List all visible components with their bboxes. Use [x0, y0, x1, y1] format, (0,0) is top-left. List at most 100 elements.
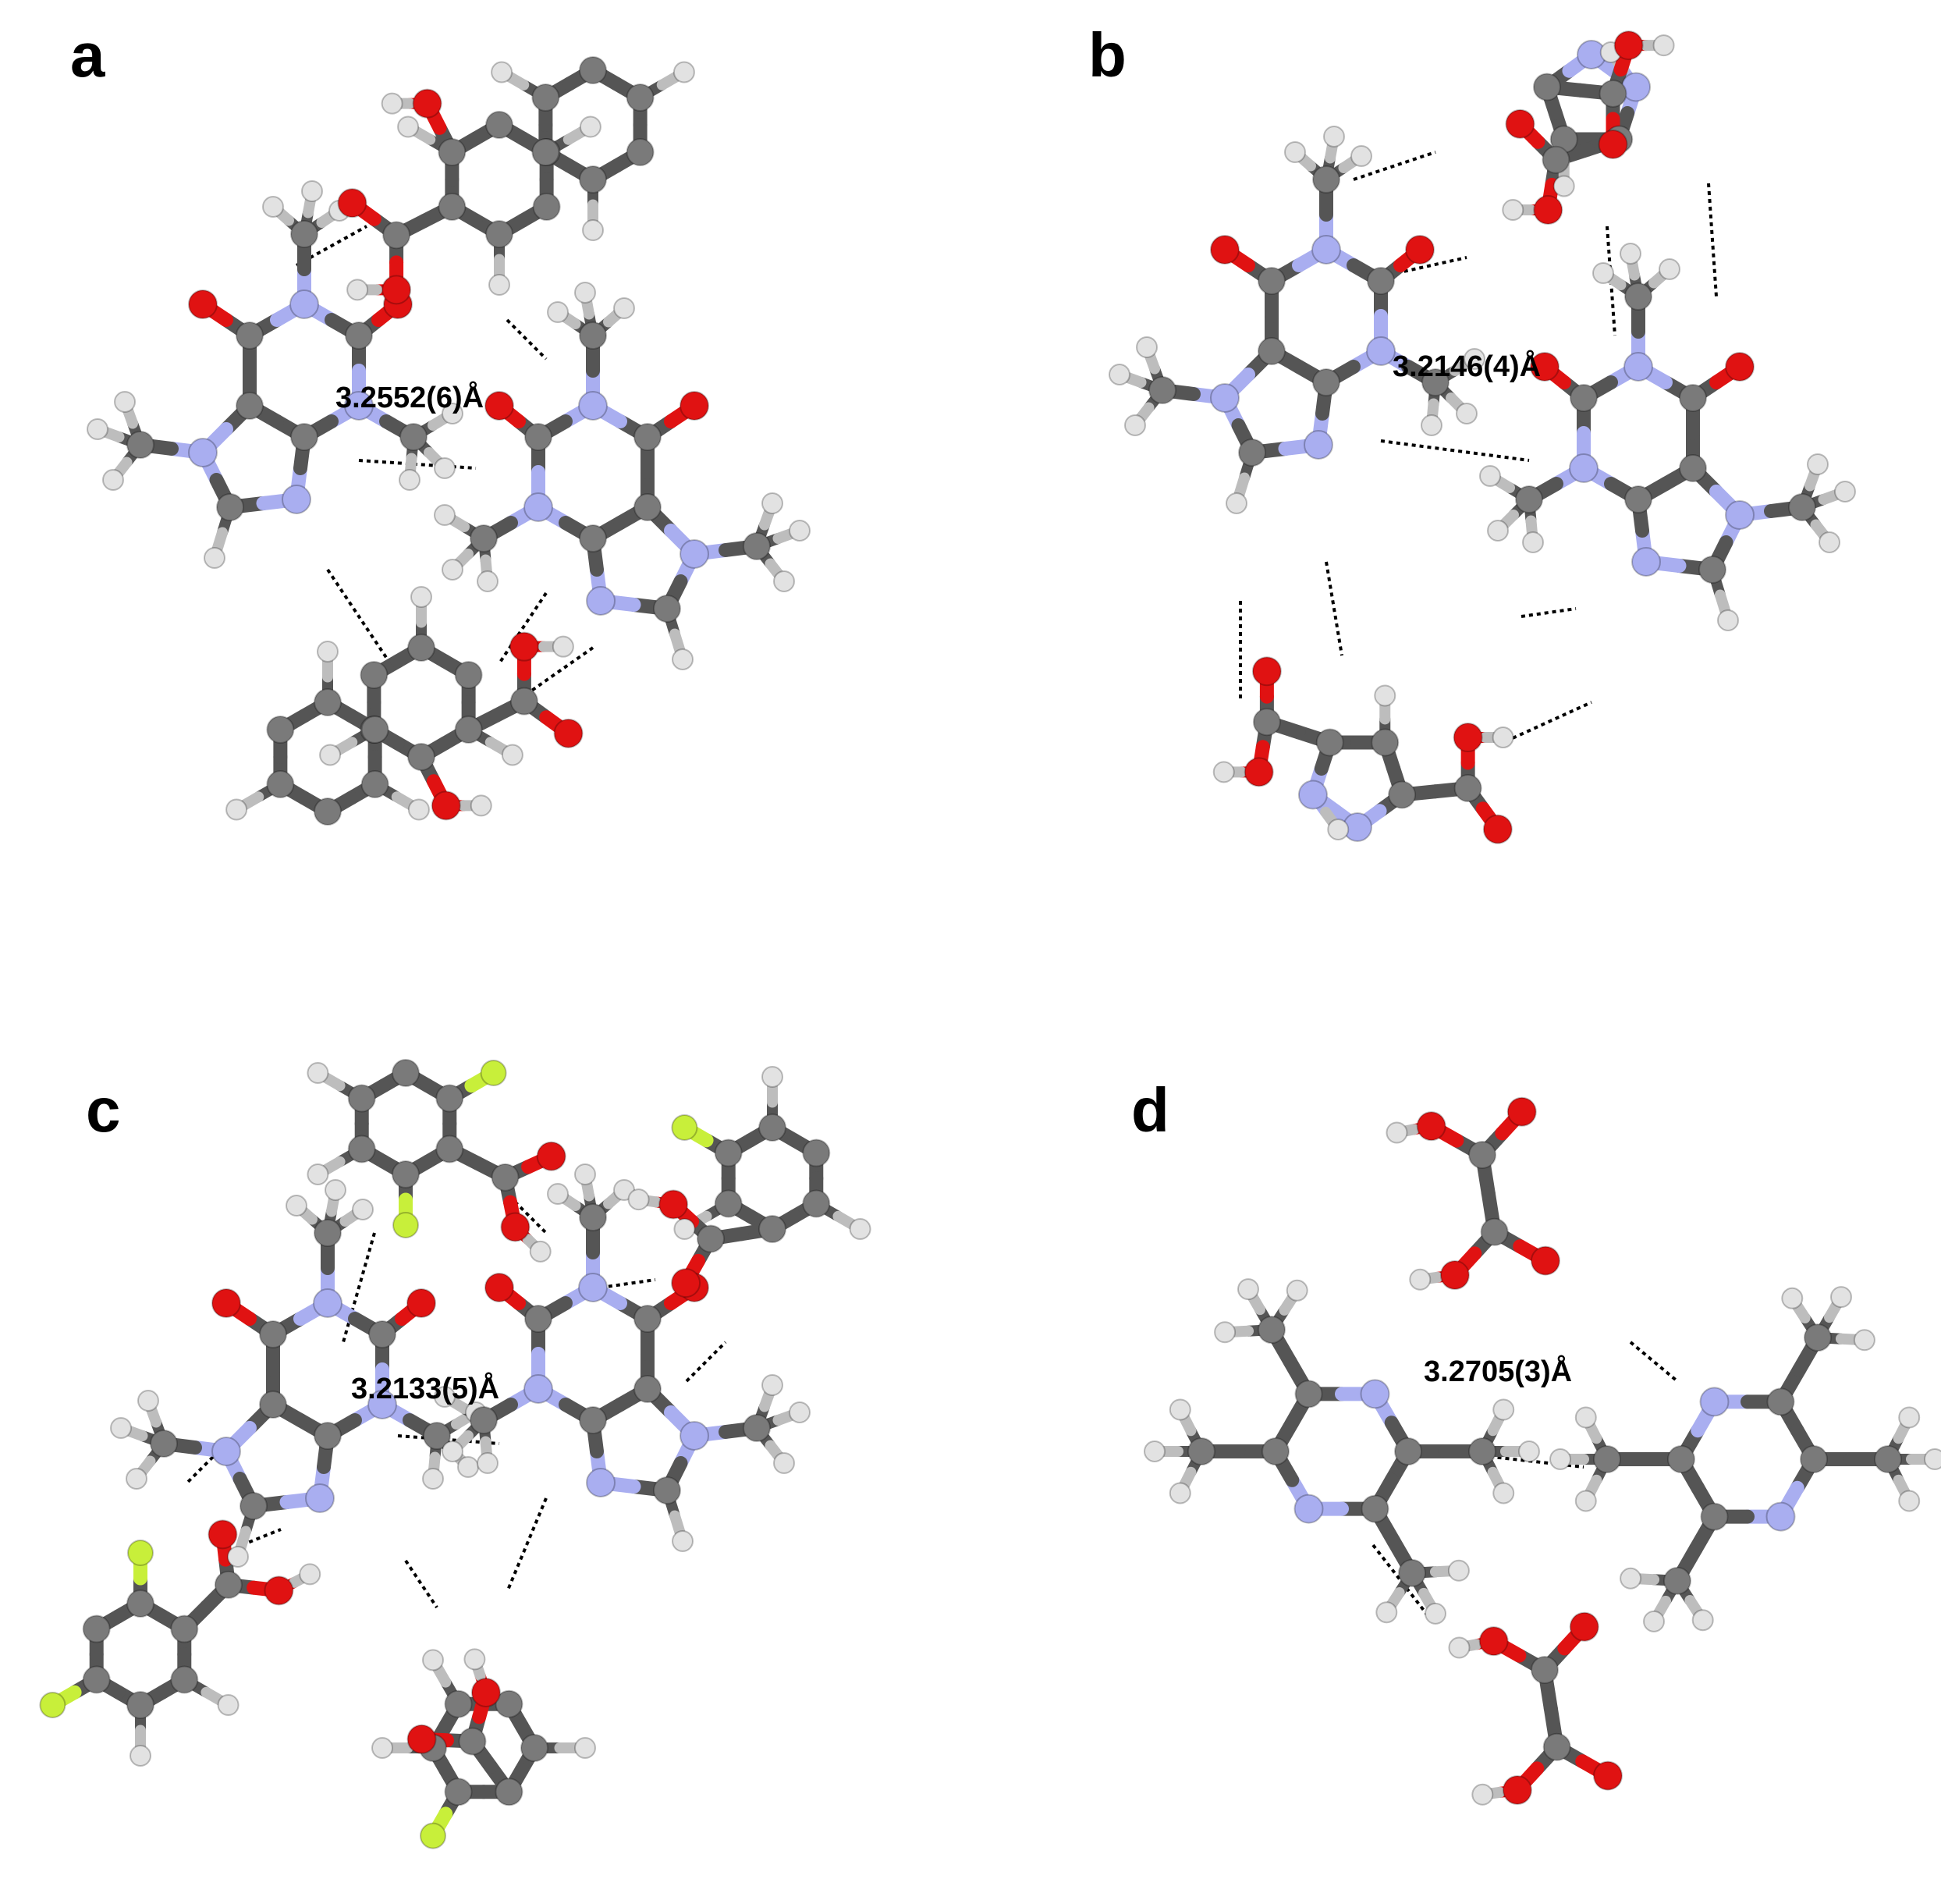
hydrogen-atom	[582, 219, 604, 241]
nitrogen-atom	[586, 1468, 616, 1497]
panel-b: b3.2146(4)Å	[1088, 20, 1856, 844]
carbon-atom	[216, 493, 244, 521]
nitrogen-atom	[1304, 430, 1333, 460]
panel-b-distance-label: 3.2146(4)Å	[1393, 349, 1541, 383]
hydrogen-atom	[1448, 1636, 1471, 1659]
carbon-atom	[1515, 485, 1543, 513]
carbon-atom	[633, 493, 662, 521]
carbon-atom	[435, 1084, 464, 1113]
nitrogen-atom	[282, 485, 311, 514]
nitrogen-atom	[344, 391, 374, 421]
carbon-atom	[509, 687, 538, 716]
carbon-atom	[1361, 1494, 1389, 1523]
carbon-atom	[1294, 1380, 1323, 1408]
panel-c-distance-label: 3.2133(5)Å	[351, 1371, 499, 1405]
carbon-atom	[347, 1084, 376, 1113]
oxygen-atom	[1592, 1760, 1623, 1791]
carbon-atom	[653, 1476, 681, 1504]
carbon-atom	[579, 524, 607, 552]
hydrogen-atom	[574, 1163, 596, 1185]
carbon-atom	[1480, 1217, 1509, 1246]
carbon-atom	[524, 1305, 552, 1333]
nitrogen-atom	[680, 1421, 709, 1451]
carbon-atom	[444, 1778, 473, 1806]
carbon-atom	[382, 221, 411, 250]
hydrogen-atom	[137, 1390, 159, 1412]
nitrogen-atom	[1360, 1379, 1390, 1409]
fluorine-atom	[39, 1692, 66, 1718]
oxygen-atom	[1482, 814, 1513, 844]
hydrogen-bond-line	[397, 1434, 500, 1445]
hydrogen-atom	[442, 1440, 463, 1462]
oxygen-atom	[671, 1268, 701, 1298]
hydrogen-atom	[1327, 819, 1350, 841]
carbon-atom	[368, 1320, 396, 1348]
carbon-atom	[531, 83, 560, 112]
hydrogen-atom	[1691, 1609, 1714, 1632]
carbon-atom	[1187, 1437, 1215, 1465]
hydrogen-atom	[1574, 1490, 1597, 1512]
carbon-atom	[1593, 1445, 1621, 1473]
oxygen-atom	[264, 1575, 294, 1606]
oxygen-atom	[1533, 195, 1563, 226]
oxygen-atom	[1251, 656, 1282, 687]
hydrogen-bond-line	[1707, 183, 1718, 297]
oxygen-atom	[431, 790, 461, 821]
hydrogen-bond-line	[685, 1341, 727, 1383]
hydrogen-atom	[317, 641, 339, 662]
hydrogen-atom	[442, 403, 463, 424]
hydrogen-bond-line	[498, 591, 548, 665]
carbon-atom	[1679, 384, 1707, 412]
carbon-atom	[802, 1138, 831, 1167]
carbon-atom	[1238, 439, 1266, 467]
hydrogen-atom	[1169, 1398, 1191, 1421]
carbon-atom	[743, 532, 771, 560]
nitrogen-atom	[1631, 547, 1661, 577]
oxygen-atom	[1453, 723, 1483, 753]
hydrogen-atom	[225, 798, 248, 821]
hydrogen-bond-line	[358, 459, 477, 470]
hydrogen-atom	[761, 1374, 783, 1396]
hydrogen-bond-line	[1325, 561, 1343, 656]
carbon-atom	[1570, 384, 1598, 412]
oxygen-atom	[1506, 1096, 1537, 1127]
carbon-atom	[633, 423, 662, 451]
carbon-atom	[1258, 267, 1286, 295]
hydrogen-atom	[410, 586, 432, 608]
oxygen-atom	[658, 1189, 689, 1220]
hydrogen-atom	[547, 1183, 569, 1205]
hydrogen-atom	[1136, 336, 1158, 358]
atom-layer	[1109, 30, 1856, 844]
carbon-atom	[290, 423, 318, 451]
hydrogen-atom	[319, 744, 342, 766]
carbon-atom	[458, 1727, 487, 1756]
hydrogen-bond-line	[342, 1232, 376, 1343]
fluorine-atom	[392, 1212, 419, 1238]
hydrogen-atom	[1109, 364, 1130, 385]
atom-layer	[1144, 1096, 1941, 1806]
carbon-atom	[714, 1189, 743, 1218]
atom-layer	[87, 56, 811, 826]
nitrogen-atom	[1725, 500, 1755, 530]
hydrogen-atom	[399, 469, 420, 491]
carbon-atom	[314, 1219, 342, 1247]
carbon-atom	[82, 1665, 111, 1694]
hydrogen-atom	[491, 61, 513, 83]
carbon-atom	[470, 1406, 498, 1434]
carbon-atom	[240, 1492, 268, 1520]
hydrogen-atom	[1409, 1268, 1432, 1291]
hydrogen-atom	[126, 1468, 147, 1490]
carbon-atom	[714, 1138, 743, 1167]
carbon-atom	[259, 1320, 287, 1348]
carbon-atom	[82, 1614, 111, 1643]
hydrogen-atom	[1552, 175, 1575, 197]
hydrogen-bond-line	[506, 318, 548, 361]
carbon-atom	[485, 220, 513, 248]
hydrogen-bond-line	[1505, 701, 1592, 743]
hydrogen-atom	[613, 1179, 635, 1201]
hydrogen-atom	[1425, 1602, 1446, 1625]
nitrogen-atom	[367, 1390, 397, 1419]
nitrogen-atom	[289, 290, 319, 319]
carbon-atom	[1312, 368, 1340, 396]
hydrogen-atom	[477, 570, 499, 592]
